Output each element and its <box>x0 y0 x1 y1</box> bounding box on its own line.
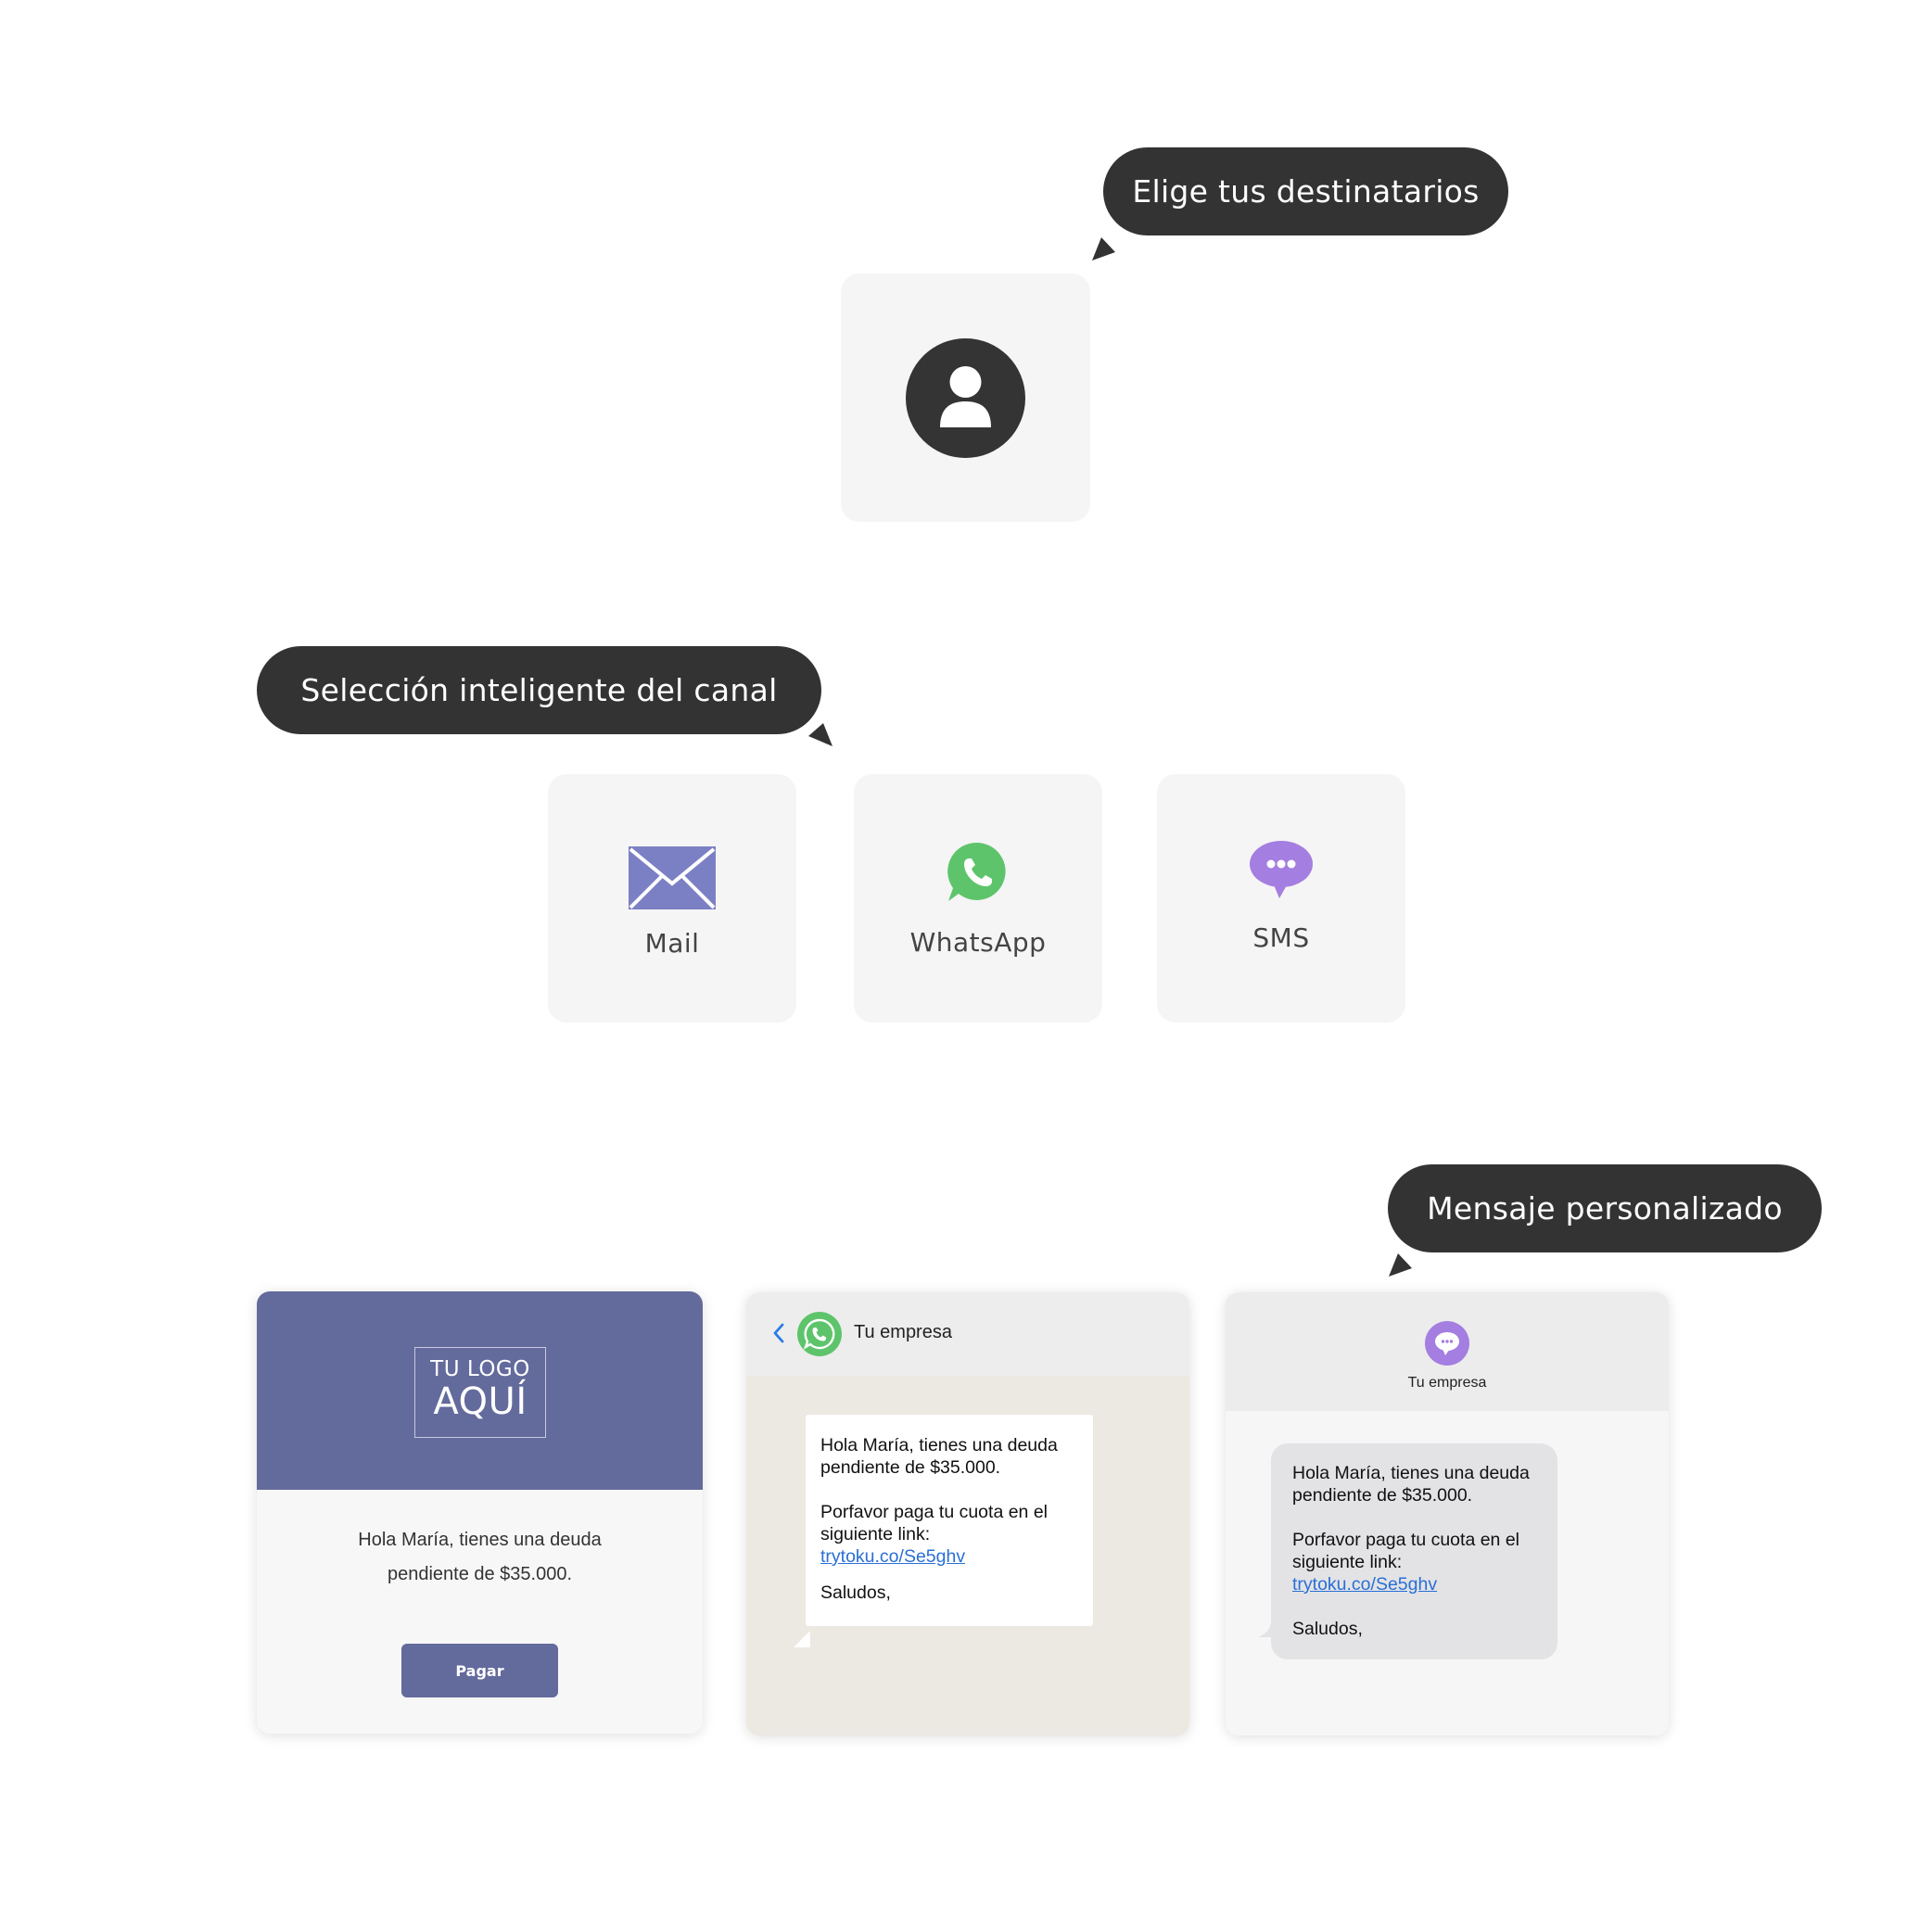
channel-mail-tile[interactable]: Mail <box>548 774 796 1023</box>
pointer-arrow-icon <box>1389 1253 1412 1277</box>
logo-line2: AQUÍ <box>433 1380 527 1423</box>
whatsapp-line1: Hola María, tienes una deuda <box>820 1435 1058 1455</box>
sms-signoff: Saludos, <box>1292 1619 1363 1639</box>
chat-bubble-icon <box>1250 841 1313 898</box>
whatsapp-chat-area: Hola María, tienes una deuda pendiente d… <box>746 1376 1189 1735</box>
whatsapp-line4: siguiente link: <box>820 1524 931 1544</box>
logo-placeholder: TU LOGO AQUÍ <box>414 1347 546 1438</box>
whatsapp-line2: pendiente de $35.000. <box>820 1457 1001 1478</box>
whatsapp-contact-name: Tu empresa <box>854 1322 952 1342</box>
sms-line2: pendiente de $35.000. <box>1292 1485 1473 1506</box>
pointer-arrow-icon <box>1092 237 1115 261</box>
whatsapp-message-text: Hola María, tienes una deuda pendiente d… <box>820 1434 1078 1604</box>
channel-whatsapp-tile[interactable]: WhatsApp <box>854 774 1102 1023</box>
logo-line1: TU LOGO <box>430 1357 530 1381</box>
bubble-tail-icon <box>794 1631 810 1647</box>
envelope-icon <box>629 846 716 909</box>
whatsapp-signoff: Saludos, <box>820 1582 891 1603</box>
email-header: TU LOGO AQUÍ <box>257 1291 703 1490</box>
recipients-step-text: Elige tus destinatarios <box>1132 173 1480 210</box>
pay-button[interactable]: Pagar <box>401 1644 558 1697</box>
recipient-tile[interactable] <box>841 273 1090 522</box>
email-preview-card: TU LOGO AQUÍ Hola María, tienes una deud… <box>257 1291 703 1734</box>
channel-step-label: Selección inteligente del canal <box>257 646 821 734</box>
whatsapp-header: Tu empresa <box>746 1292 1189 1376</box>
sms-line4: siguiente link: <box>1292 1552 1403 1572</box>
sms-line1: Hola María, tienes una deuda <box>1292 1463 1530 1483</box>
message-step-text: Mensaje personalizado <box>1427 1190 1783 1227</box>
message-step-label: Mensaje personalizado <box>1388 1164 1822 1252</box>
email-line1: Hola María, tienes una deuda <box>358 1530 602 1550</box>
channel-step-text: Selección inteligente del canal <box>300 672 778 708</box>
sms-contact-name: Tu empresa <box>1407 1375 1487 1391</box>
whatsapp-line3: Porfavor paga tu cuota en el <box>820 1502 1048 1522</box>
user-avatar-icon <box>906 338 1025 458</box>
email-body: Hola María, tienes una deuda pendiente d… <box>257 1490 703 1734</box>
whatsapp-message-bubble: Hola María, tienes una deuda pendiente d… <box>806 1415 1093 1626</box>
sms-header: Tu empresa <box>1226 1292 1669 1411</box>
sms-chat-area: Hola María, tienes una deuda pendiente d… <box>1226 1411 1669 1735</box>
channel-sms-label: SMS <box>1252 922 1310 953</box>
sms-message-bubble: Hola María, tienes una deuda pendiente d… <box>1271 1443 1557 1659</box>
sms-message-text: Hola María, tienes una deuda pendiente d… <box>1292 1462 1536 1640</box>
channel-mail-label: Mail <box>644 928 700 959</box>
pointer-arrow-icon <box>808 723 833 746</box>
email-message: Hola María, tienes una deuda pendiente d… <box>257 1523 703 1592</box>
email-line2: pendiente de $35.000. <box>387 1564 573 1584</box>
channel-sms-tile[interactable]: SMS <box>1157 774 1405 1023</box>
recipients-step-label: Elige tus destinatarios <box>1103 147 1508 235</box>
whatsapp-preview-card: Tu empresa Hola María, tienes una deuda … <box>746 1292 1189 1735</box>
channel-whatsapp-label: WhatsApp <box>909 927 1047 958</box>
sms-avatar-icon <box>1425 1321 1469 1366</box>
whatsapp-payment-link[interactable]: trytoku.co/Se5ghv <box>820 1546 966 1567</box>
sms-preview-card: Tu empresa Hola María, tienes una deuda … <box>1226 1292 1669 1735</box>
whatsapp-avatar-icon <box>797 1312 842 1356</box>
whatsapp-icon <box>947 842 1006 901</box>
sms-payment-link[interactable]: trytoku.co/Se5ghv <box>1292 1574 1438 1595</box>
back-chevron-icon[interactable] <box>772 1322 785 1344</box>
sms-line3: Porfavor paga tu cuota en el <box>1292 1530 1519 1550</box>
